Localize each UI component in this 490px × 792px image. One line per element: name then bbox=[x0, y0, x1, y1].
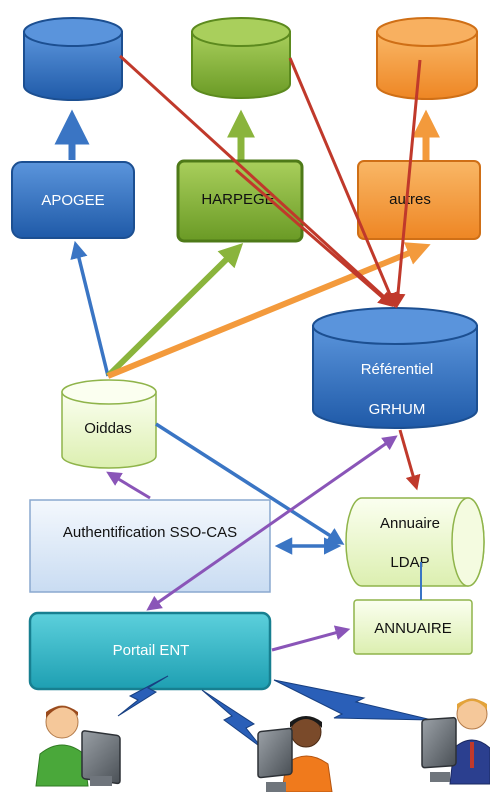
referentiel-label-line2: GRHUM bbox=[369, 401, 426, 418]
user-icon bbox=[257, 716, 333, 792]
db-harpege bbox=[191, 17, 291, 99]
arrow-referentiel-ldap bbox=[398, 429, 421, 491]
annuaire-ldap: Annuaire LDAP bbox=[345, 497, 485, 587]
connectors bbox=[70, 54, 431, 652]
arrow-oiddas-apogee bbox=[70, 240, 110, 377]
referentiel-label-line1: Référentiel bbox=[361, 361, 434, 378]
arrow-harpege-referentiel bbox=[288, 57, 397, 309]
lightning-icon bbox=[117, 675, 169, 717]
app-apogee: APOGEE bbox=[11, 161, 135, 239]
arrows-app-to-db bbox=[54, 109, 440, 160]
db-autres bbox=[376, 17, 478, 100]
user-icon bbox=[35, 705, 121, 787]
annuaire-label: ANNUAIRE bbox=[374, 620, 452, 637]
lightning-icon bbox=[201, 689, 263, 749]
arrow-oiddas-harpege bbox=[105, 242, 244, 379]
app-harpege-label: HARPEGE bbox=[201, 191, 274, 208]
annuaire-ldap-label-line1: Annuaire bbox=[380, 515, 440, 532]
arrow-portail-annuaire bbox=[271, 625, 351, 652]
arrow-autres-referentiel bbox=[390, 59, 422, 309]
arrow-apogee-referentiel bbox=[118, 54, 396, 308]
arrow-harpege-app-referentiel bbox=[235, 168, 394, 307]
oiddas-label: Oiddas bbox=[84, 420, 132, 437]
annuaire-box: ANNUAIRE bbox=[353, 599, 473, 655]
db-oiddas: Oiddas bbox=[61, 379, 157, 469]
arrow-portail-referentiel bbox=[146, 435, 398, 611]
app-harpege: HARPEGE bbox=[176, 159, 304, 243]
portail-ent-label: Portail ENT bbox=[113, 642, 190, 659]
app-autres-label: autres bbox=[389, 191, 431, 208]
portail-ent-box: Portail ENT bbox=[28, 611, 272, 691]
arrow-sso-oiddas bbox=[106, 471, 151, 500]
arrow-oiddas-autres bbox=[106, 242, 431, 379]
db-referentiel-grhum: Référentiel GRHUM bbox=[312, 307, 478, 429]
db-apogee bbox=[23, 17, 123, 101]
user-icon bbox=[421, 698, 490, 785]
annuaire-ldap-label-line2: LDAP bbox=[390, 554, 429, 571]
sso-cas-label: Authentification SSO-CAS bbox=[63, 524, 237, 541]
lightning-icon bbox=[273, 679, 433, 721]
app-apogee-label: APOGEE bbox=[41, 192, 104, 209]
app-autres: autres bbox=[357, 160, 481, 240]
sso-cas-box: Authentification SSO-CAS bbox=[29, 499, 271, 593]
